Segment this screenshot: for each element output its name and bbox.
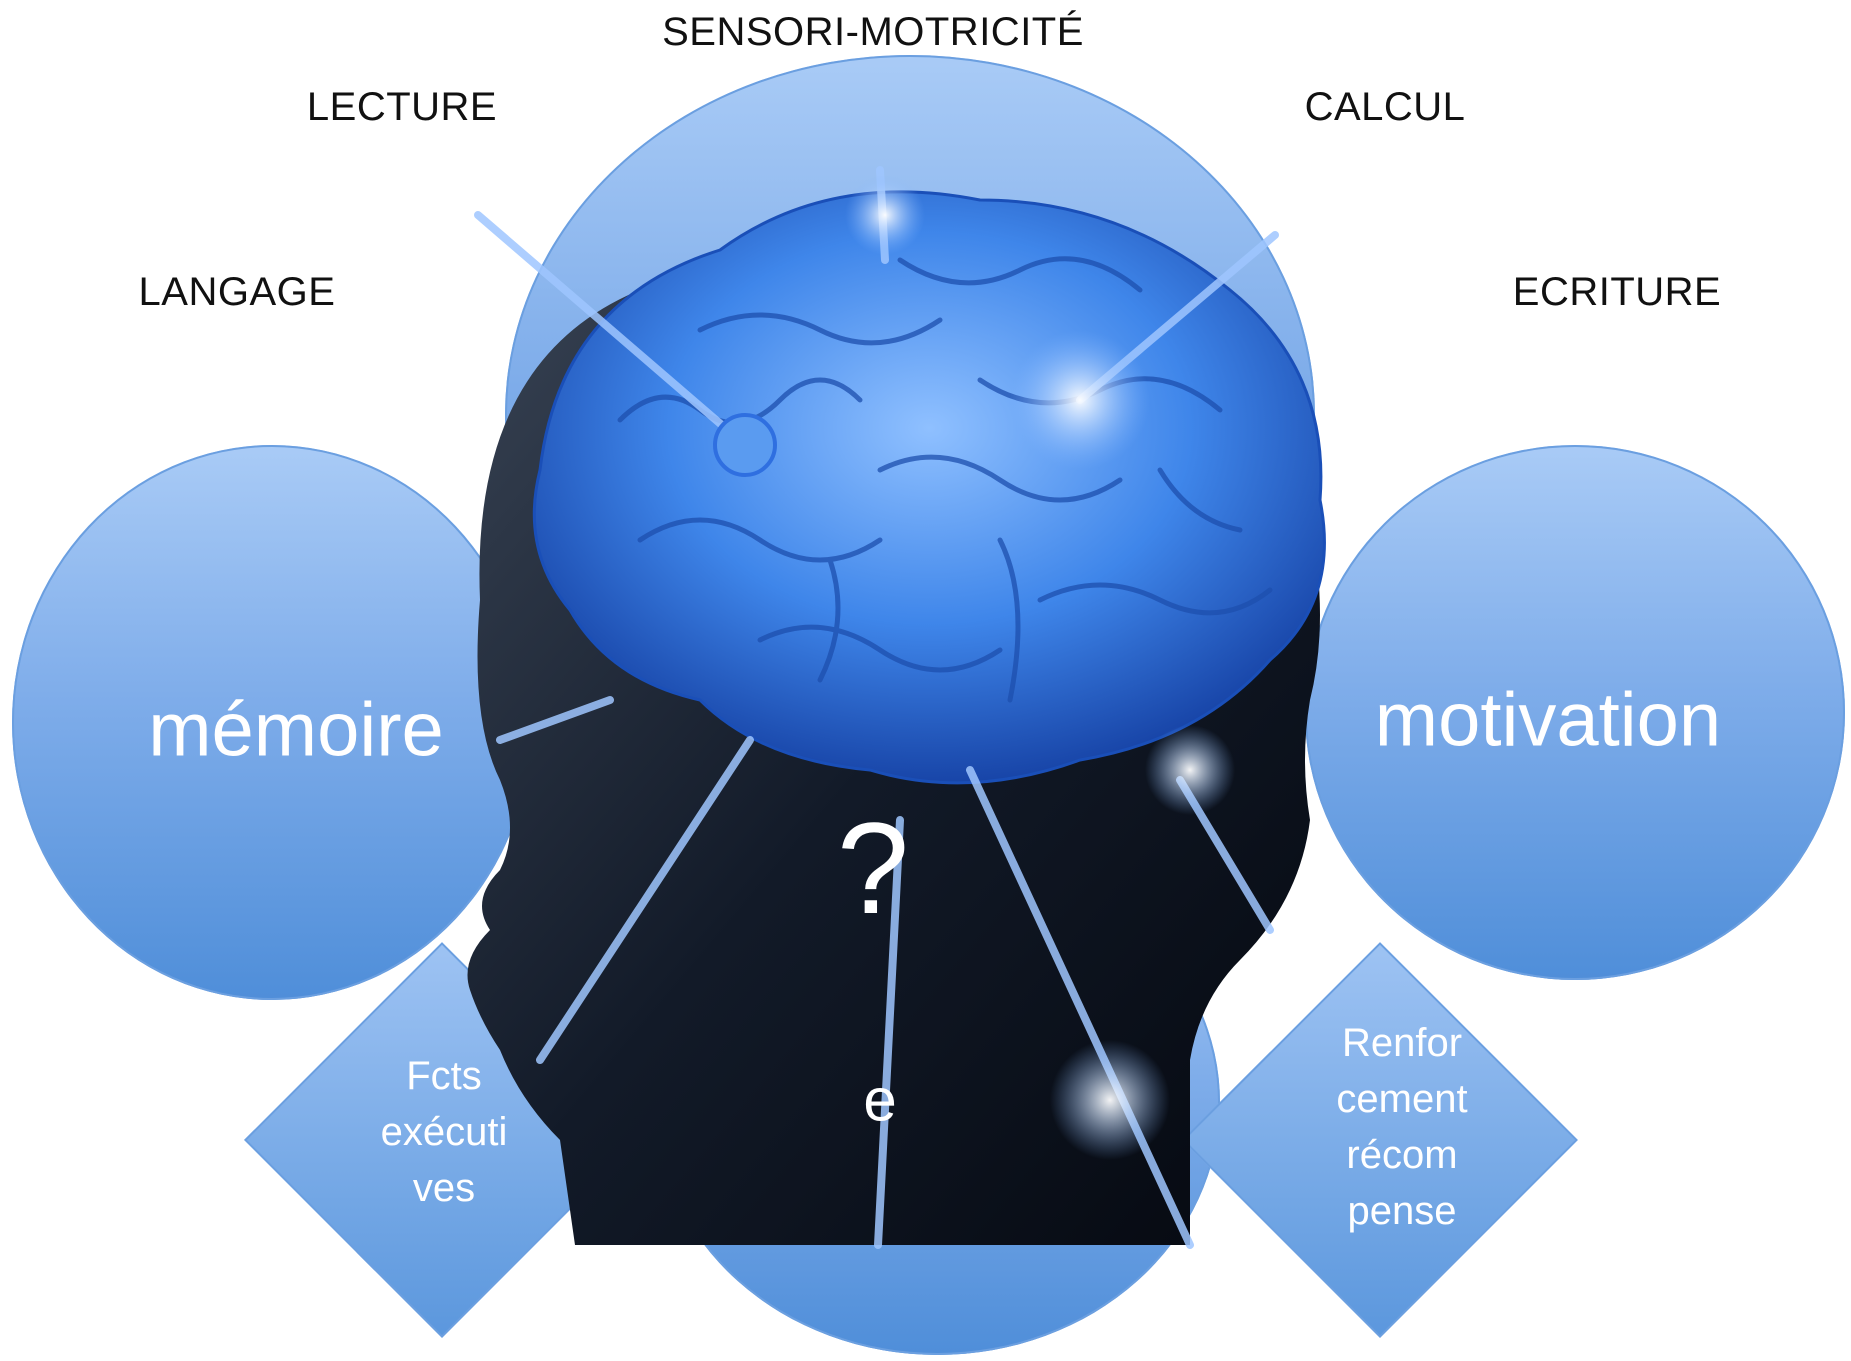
diamond-line: pense [1302, 1183, 1502, 1239]
diamond-text-fcts-executives: Fcts exécuti ves [344, 1048, 544, 1216]
diamond-line: Fcts [344, 1048, 544, 1104]
diamond-line: cement [1302, 1071, 1502, 1127]
diamond-text-renforcement: Renfor cement récom pense [1302, 1015, 1502, 1239]
diamond-line: récom [1302, 1127, 1502, 1183]
bubble-text-memoire: mémoire [148, 687, 444, 774]
diamond-line: ves [344, 1160, 544, 1216]
bubble-text-bottom-partial: e [863, 1066, 896, 1135]
diamond-line: Renfor [1302, 1015, 1502, 1071]
bubble-text-motivation: motivation [1375, 677, 1721, 764]
diamond-line: exécuti [344, 1104, 544, 1160]
question-mark: ? [837, 793, 909, 943]
